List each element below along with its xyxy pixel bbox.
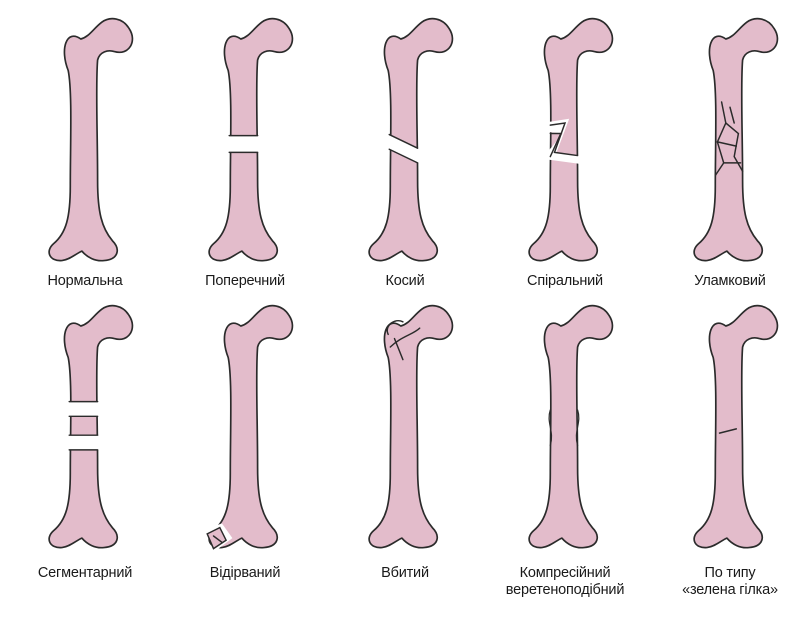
fracture-gap: [221, 135, 269, 153]
fracture-gap-lower: [61, 435, 109, 450]
fracture-gap: [381, 131, 429, 168]
bone-oblique-icon: [368, 17, 454, 262]
bulge-left: [548, 409, 553, 447]
fracture-gap: [541, 118, 589, 165]
bone-shape: [48, 17, 134, 262]
bone-shape: [528, 17, 614, 262]
bone-shape: [693, 17, 779, 262]
label-line: Компресійний: [519, 565, 611, 581]
label-spiral: Спіральний: [490, 273, 640, 290]
bone-spiral-icon: [528, 17, 614, 262]
bone-shape: [693, 304, 779, 549]
bone-normal-icon: [48, 17, 134, 262]
impact-line-2: [393, 337, 404, 361]
bone-avulsion-icon: [205, 304, 294, 551]
bone-shape: [48, 304, 134, 549]
crack-5: [729, 106, 735, 124]
fracture-edge-bottom: [388, 148, 419, 164]
bone-shape: [528, 304, 614, 549]
fracture-edge-top: [388, 133, 419, 149]
bone-greenstick-icon: [693, 304, 779, 549]
label-line: Вбитий: [381, 565, 429, 581]
impact-line-3: [386, 320, 404, 336]
label-line: «зелена гілка»: [682, 582, 778, 598]
label-line: Сегментарний: [37, 565, 133, 581]
label-impacted: Вбитий: [330, 565, 480, 582]
crack-2: [725, 122, 744, 173]
bone-segmental-icon: [48, 304, 134, 549]
label-line: Уламковий: [694, 273, 766, 289]
bone-comminuted-icon: [693, 17, 779, 262]
bone-transverse-icon: [208, 17, 294, 262]
fracture-spiral-line-2: [549, 132, 562, 158]
fracture-gap-upper: [61, 401, 109, 417]
label-avulsion: Відірваний: [170, 565, 320, 582]
label-line: Поперечний: [205, 273, 285, 289]
label-oblique: Косий: [330, 273, 480, 290]
label-normal: Нормальна: [10, 273, 160, 290]
fragment-crack: [212, 535, 223, 544]
fracture-spiral-line: [549, 122, 579, 157]
label-line: По типу: [704, 565, 756, 581]
bone-shape: [208, 304, 294, 549]
label-line: Косий: [385, 273, 425, 289]
label-line: Спіральний: [527, 273, 603, 289]
label-line: Нормальна: [47, 273, 123, 289]
label-segmental: Сегментарний: [10, 565, 160, 582]
label-transverse: Поперечний: [170, 273, 320, 290]
bone-shape: [368, 17, 454, 262]
label-comminuted: Уламковий: [655, 273, 802, 290]
impact-line-1: [389, 327, 421, 348]
bone-compression-icon: [528, 304, 614, 549]
crack-3: [716, 141, 738, 147]
bone-shape: [368, 304, 454, 549]
label-line: веретеноподібний: [505, 582, 625, 598]
greenstick-crack: [718, 428, 738, 434]
bone-impacted-icon: [368, 304, 454, 549]
label-line: Відірваний: [209, 565, 281, 581]
label-greenstick: По типу«зелена гілка»: [655, 565, 802, 599]
bulge-right: [575, 409, 580, 447]
